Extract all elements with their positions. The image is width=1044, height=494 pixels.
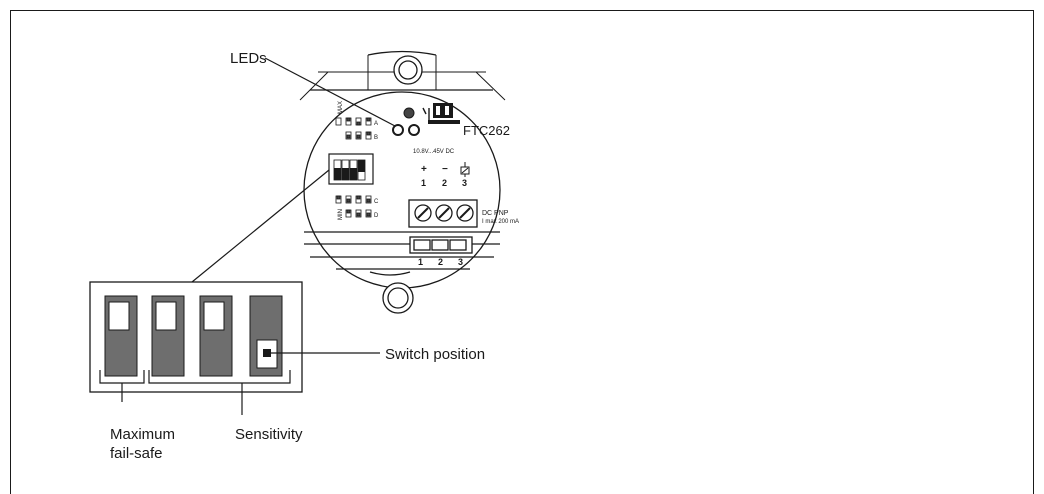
terminal-number-3: 3 — [462, 178, 467, 188]
bracket-sensitivity — [148, 370, 291, 415]
bracket-max — [99, 370, 145, 402]
bottom-screw — [382, 282, 414, 314]
frame-border — [10, 10, 1034, 494]
dip-label-max: MAX — [338, 101, 344, 114]
load-relay-icon — [460, 162, 470, 177]
bottom-connector[interactable] — [409, 236, 473, 254]
polarity-plus: + — [421, 164, 427, 175]
terminal-number-1: 1 — [421, 178, 426, 188]
leds-label: LEDs — [230, 50, 267, 67]
enlarged-dip-switch — [89, 281, 303, 393]
voltage-label: 10.8V...45V DC — [413, 149, 455, 155]
device-diagram: FTC262 MAX A B MIN C D 10.8V...45V DC — [10, 10, 1034, 494]
top-screw — [393, 55, 423, 85]
device-model: FTC262 — [463, 123, 510, 138]
connector-number-1: 1 — [418, 257, 423, 267]
dip-zoom-leader — [191, 169, 330, 283]
led-1 — [392, 124, 404, 136]
dip-label-b: B — [374, 135, 378, 141]
dip-label-a: A — [374, 121, 378, 127]
led-2 — [408, 124, 420, 136]
maximum-label-line2: fail-safe — [110, 445, 163, 462]
led-indicators — [392, 124, 420, 136]
dip-indicator-top — [335, 117, 372, 140]
switch-symbol-icon — [422, 107, 430, 120]
sensitivity-label: Sensitivity — [235, 426, 303, 443]
status-dot-icon — [403, 107, 415, 119]
output-current: I max 200 mA — [482, 219, 519, 225]
dip-label-min: MIN — [338, 209, 344, 220]
eh-logo-icon — [428, 103, 460, 124]
terminal-number-2: 2 — [442, 178, 447, 188]
maximum-label-line1: Maximum — [110, 426, 175, 443]
dip-label-c: C — [374, 199, 379, 205]
output-type: DC PNP — [482, 210, 509, 217]
leds-leader-line — [264, 57, 396, 127]
connector-number-2: 2 — [438, 257, 443, 267]
dip-label-d: D — [374, 213, 379, 219]
diagram-frame: FTC262 MAX A B MIN C D 10.8V...45V DC — [10, 10, 1034, 494]
screw-terminal-block[interactable] — [408, 199, 478, 228]
dip-switch-block[interactable] — [328, 153, 374, 185]
switch-position-label: Switch position — [385, 346, 485, 363]
dip-indicator-bottom — [335, 195, 372, 218]
connector-number-3: 3 — [458, 257, 463, 267]
polarity-minus: − — [442, 164, 448, 175]
